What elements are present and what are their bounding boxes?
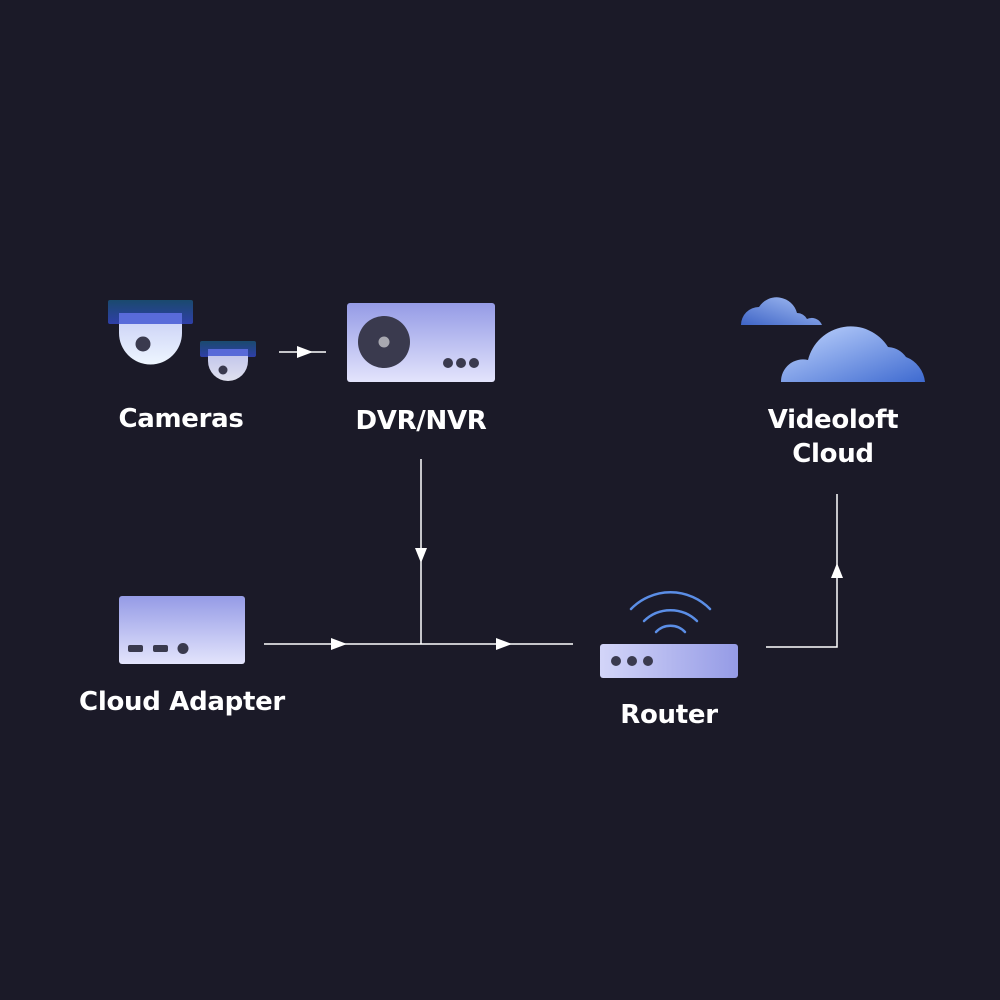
- connector-cameras-to-dvr: [279, 346, 326, 358]
- camera-icon-small: [200, 341, 256, 381]
- connector-adapter-to-router: [264, 638, 573, 650]
- cameras-label: Cameras: [118, 404, 244, 434]
- cloud-label-line2: Cloud: [792, 439, 874, 469]
- wifi-icon: [629, 591, 712, 634]
- cloud-adapter-label: Cloud Adapter: [79, 687, 285, 717]
- router-icon: [600, 644, 738, 678]
- camera-icon-large: [108, 300, 193, 365]
- cloud-icon: [741, 297, 925, 382]
- connector-dvr-to-junction: [415, 459, 427, 644]
- dvr-label: DVR/NVR: [355, 406, 487, 436]
- cloud-label-line1: Videoloft: [767, 405, 899, 435]
- router-label: Router: [620, 700, 718, 730]
- dvr-icon: [347, 303, 495, 382]
- cloud-adapter-icon: [119, 596, 245, 664]
- connector-router-to-cloud: [766, 494, 843, 648]
- cloud-label: Videoloft Cloud: [748, 403, 918, 471]
